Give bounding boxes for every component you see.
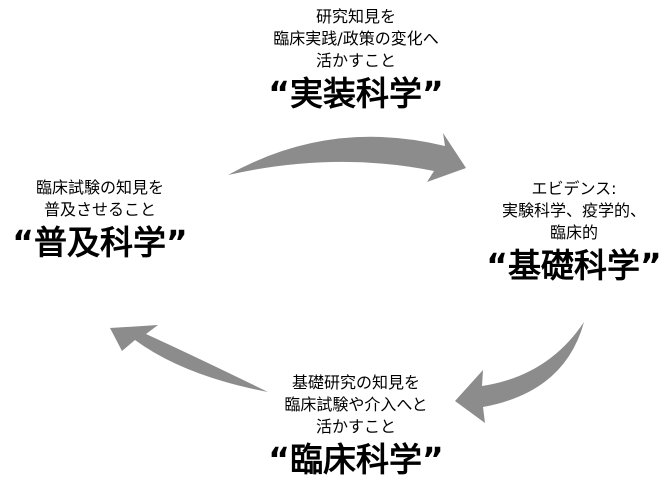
implementation-science-title: “実装科学” (268, 74, 444, 113)
description-line: 実験科学、疫学的、 (501, 201, 646, 220)
description-line: エビデンス: (531, 179, 617, 198)
description-line: 基礎研究の知見を (291, 373, 420, 392)
clinical-science-title: “臨床科学” (268, 440, 444, 479)
basic-science-description: エビデンス: 実験科学、疫学的、 臨床的 (476, 178, 672, 244)
description-line: 臨床的 (549, 223, 598, 242)
basic-science-block: エビデンス: 実験科学、疫学的、 臨床的 “基礎科学” (476, 178, 672, 286)
description-line: 臨床試験や介入へと (284, 395, 428, 414)
arrow-top (228, 133, 466, 182)
arrow-right (455, 322, 584, 423)
implementation-science-description: 研究知見を 臨床実践/政策の変化へ 活かすこと (221, 6, 491, 72)
description-line: 活かすこと (315, 417, 396, 436)
basic-science-title: “基礎科学” (486, 246, 662, 285)
description-line: 普及させること (43, 200, 156, 219)
description-line: 研究知見を (315, 7, 396, 26)
dissemination-science-title: “普及科学” (12, 223, 188, 262)
dissemination-science-block: 臨床試験の知見を 普及させること “普及科学” (0, 177, 200, 263)
description-line: 活かすこと (315, 51, 396, 70)
dissemination-science-description: 臨床試験の知見を 普及させること (0, 177, 200, 221)
description-line: 臨床実践/政策の変化へ (273, 29, 439, 48)
description-line: 臨床試験の知見を (35, 178, 164, 197)
clinical-science-block: 基礎研究の知見を 臨床試験や介入へと 活かすこと “臨床科学” (216, 372, 496, 480)
clinical-science-description: 基礎研究の知見を 臨床試験や介入へと 活かすこと (216, 372, 496, 438)
arrow-left (110, 325, 268, 392)
implementation-science-block: 研究知見を 臨床実践/政策の変化へ 活かすこと “実装科学” (221, 6, 491, 114)
